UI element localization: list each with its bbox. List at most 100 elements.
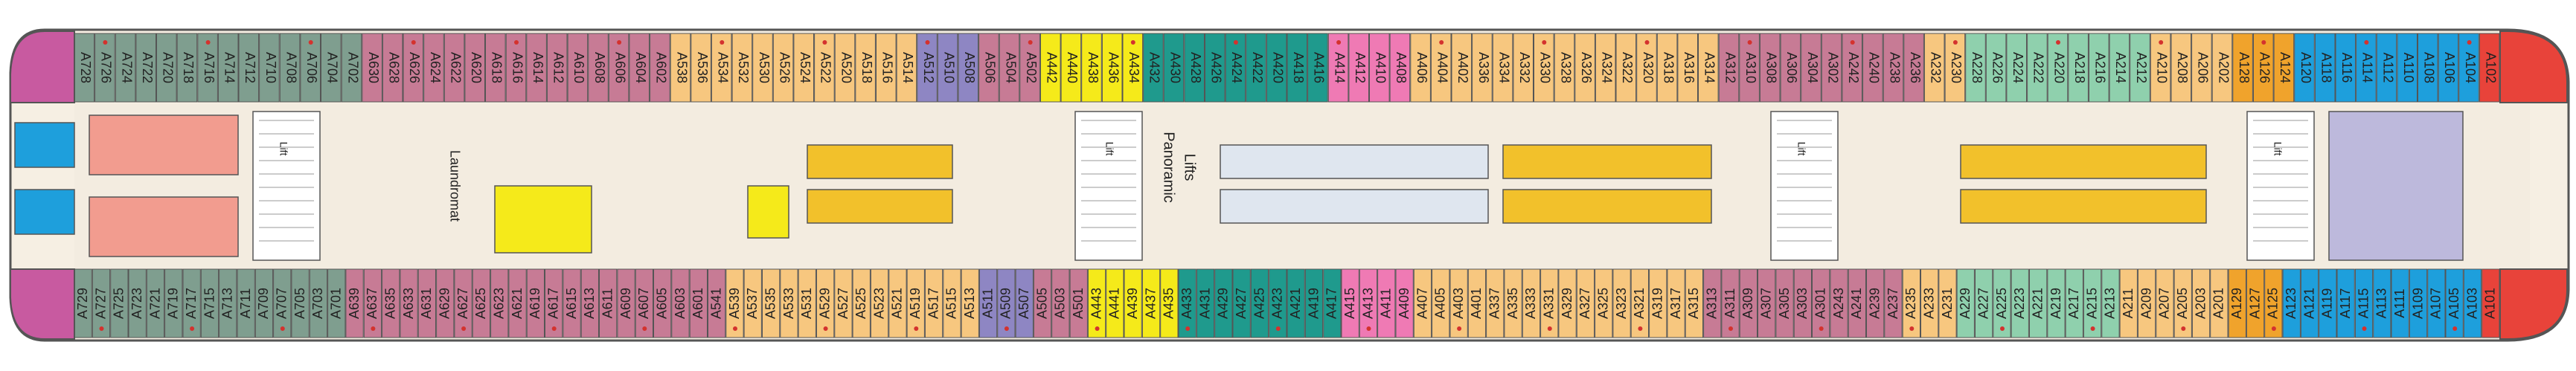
cabin-box[interactable] [1101, 33, 1123, 103]
cabin-box[interactable] [814, 33, 835, 103]
cabin-box[interactable] [1522, 268, 1541, 338]
cabin-box[interactable] [1266, 33, 1287, 103]
cabin-box[interactable] [1718, 33, 1740, 103]
cabin-box[interactable] [2006, 33, 2027, 103]
cabin-box[interactable] [1051, 268, 1070, 338]
cabin-box[interactable] [115, 33, 136, 103]
cabin-box[interactable] [2479, 33, 2500, 103]
cabin-a119[interactable]: A119 [2319, 268, 2337, 338]
cabin-a216[interactable]: A216 [2089, 33, 2109, 103]
cabin-box[interactable] [888, 268, 907, 338]
cabin-box[interactable] [2409, 268, 2428, 338]
cabin-box[interactable] [545, 268, 563, 338]
cabin-a525[interactable]: A525 [852, 268, 871, 338]
cabin-box[interactable] [1430, 33, 1452, 103]
cabin-box[interactable] [2397, 33, 2418, 103]
cabin-box[interactable] [2232, 33, 2253, 103]
cabin-a312[interactable]: A312 [1718, 33, 1740, 103]
cabin-box[interactable] [526, 33, 547, 103]
cabin-a615[interactable]: A615 [563, 268, 581, 338]
cabin-box[interactable] [1081, 33, 1102, 103]
cabin-a205[interactable]: A205 [2173, 268, 2192, 338]
cabin-a328[interactable]: A328 [1554, 33, 1575, 103]
cabin-box[interactable] [1341, 268, 1359, 338]
cabin-a324[interactable]: A324 [1595, 33, 1616, 103]
cabin-box[interactable] [1685, 268, 1703, 338]
cabin-box[interactable] [436, 268, 455, 338]
cabin-box[interactable] [1956, 268, 1975, 338]
cabin-box[interactable] [1504, 268, 1522, 338]
cabin-box[interactable] [937, 33, 958, 103]
cabin-box[interactable] [2150, 33, 2171, 103]
cabin-box[interactable] [1348, 33, 1370, 103]
cabin-box[interactable] [943, 268, 961, 338]
cabin-box[interactable] [731, 33, 753, 103]
cabin-a237[interactable]: A237 [1884, 268, 1903, 338]
cabin-box[interactable] [1467, 268, 1487, 338]
cabin-box[interactable] [1033, 268, 1052, 338]
cabin-box[interactable] [1143, 33, 1164, 103]
block-salmon-bottom[interactable] [89, 196, 239, 257]
cabin-a210[interactable]: A210 [2150, 33, 2171, 103]
cabin-a239[interactable]: A239 [1866, 268, 1885, 338]
cabin-box[interactable] [1359, 268, 1378, 338]
cabin-a627[interactable]: A627 [454, 268, 472, 338]
cabin-a639[interactable]: A639 [345, 268, 364, 338]
cabin-a320[interactable]: A320 [1636, 33, 1657, 103]
cabin-box[interactable] [362, 33, 382, 103]
cabin-a703[interactable]: A703 [309, 268, 328, 338]
cabin-a439[interactable]: A439 [1124, 268, 1142, 338]
cabin-box[interactable] [1938, 268, 1957, 338]
cabin-a426[interactable]: A426 [1205, 33, 1225, 103]
cabin-a203[interactable]: A203 [2191, 268, 2211, 338]
cabin-box[interactable] [1758, 268, 1776, 338]
cabin-a628[interactable]: A628 [382, 33, 403, 103]
cabin-a229[interactable]: A229 [1956, 268, 1975, 338]
cabin-a611[interactable]: A611 [599, 268, 618, 338]
cabin-box[interactable] [182, 268, 201, 338]
cabin-a726[interactable]: A726 [94, 33, 115, 103]
cabin-box[interactable] [1595, 33, 1616, 103]
cabin-box[interactable] [279, 33, 301, 103]
cabin-a619[interactable]: A619 [526, 268, 545, 338]
cabin-a438[interactable]: A438 [1081, 33, 1102, 103]
cabin-a317[interactable]: A317 [1667, 268, 1685, 338]
cabin-a222[interactable]: A222 [2027, 33, 2048, 103]
cabin-box[interactable] [2173, 268, 2192, 338]
cabin-a617[interactable]: A617 [545, 268, 563, 338]
cabin-a630[interactable]: A630 [362, 33, 382, 103]
cabin-box[interactable] [472, 268, 491, 338]
cabin-box[interactable] [2047, 33, 2069, 103]
cabin-a106[interactable]: A106 [2438, 33, 2459, 103]
cabin-box[interactable] [1902, 268, 1920, 338]
cabin-a508[interactable]: A508 [958, 33, 979, 103]
cabin-a614[interactable]: A614 [526, 33, 547, 103]
cabin-a401[interactable]: A401 [1467, 268, 1487, 338]
cabin-box[interactable] [1196, 268, 1215, 338]
cabin-box[interactable] [2137, 268, 2156, 338]
cabin-a311[interactable]: A311 [1721, 268, 1740, 338]
cabin-box[interactable] [1413, 268, 1432, 338]
cabin-box[interactable] [2282, 268, 2301, 338]
cabin-a429[interactable]: A429 [1214, 268, 1233, 338]
cabin-box[interactable] [2101, 268, 2120, 338]
cabin-a626[interactable]: A626 [403, 33, 424, 103]
cabin-a412[interactable]: A412 [1348, 33, 1370, 103]
cabin-box[interactable] [876, 33, 897, 103]
cabin-box[interactable] [670, 33, 691, 103]
cabin-a424[interactable]: A424 [1225, 33, 1246, 103]
cabin-a706[interactable]: A706 [300, 33, 321, 103]
cabin-a435[interactable]: A435 [1160, 268, 1179, 338]
cabin-a720[interactable]: A720 [156, 33, 177, 103]
cabin-box[interactable] [1965, 33, 1986, 103]
cabin-box[interactable] [762, 268, 781, 338]
cabin-a215[interactable]: A215 [2083, 268, 2102, 338]
cabin-box[interactable] [1472, 33, 1493, 103]
cabin-a116[interactable]: A116 [2335, 33, 2356, 103]
cabin-a523[interactable]: A523 [870, 268, 889, 338]
cabin-a509[interactable]: A509 [997, 268, 1016, 338]
cabin-box[interactable] [1486, 268, 1505, 338]
cabin-a230[interactable]: A230 [1944, 33, 1966, 103]
cabin-a108[interactable]: A108 [2418, 33, 2438, 103]
cabin-box[interactable] [2027, 33, 2048, 103]
